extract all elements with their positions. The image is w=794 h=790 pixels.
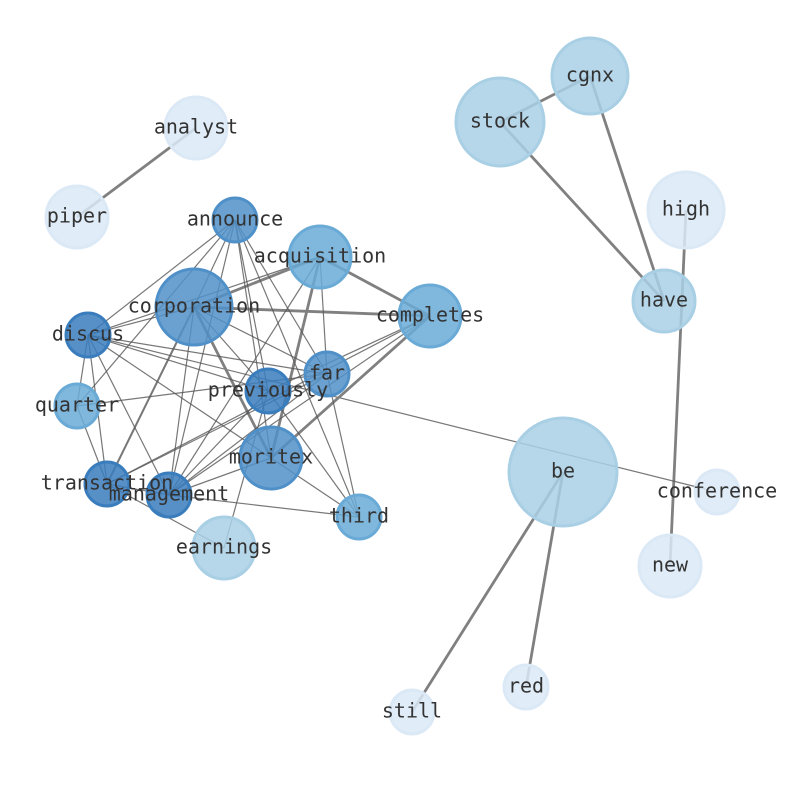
node-moritex[interactable] xyxy=(238,425,304,491)
node-label-analyst: analyst xyxy=(154,115,238,139)
edge-completes-moritex xyxy=(270,314,431,460)
node-label-cgnx: cgnx xyxy=(566,63,614,87)
node-high[interactable] xyxy=(646,170,726,250)
node-label-still: still xyxy=(382,699,442,723)
node-transaction[interactable] xyxy=(83,460,131,508)
node-label-management: management xyxy=(109,482,229,506)
node-label-quarter: quarter xyxy=(35,393,119,417)
node-label-corporation: corporation xyxy=(128,294,260,318)
node-earnings[interactable] xyxy=(191,515,257,581)
node-label-high: high xyxy=(662,197,710,221)
node-third[interactable] xyxy=(335,493,383,541)
edge-acquisition-management xyxy=(168,256,321,496)
node-far[interactable] xyxy=(303,350,351,398)
node-label-far: far xyxy=(309,361,345,385)
node-label-acquisition: acquisition xyxy=(254,244,386,268)
node-corporation[interactable] xyxy=(154,267,234,347)
node-cgnx[interactable] xyxy=(550,36,630,116)
node-previously[interactable] xyxy=(244,367,292,415)
node-label-transaction: transaction xyxy=(41,471,173,495)
edge-announce-previously xyxy=(234,219,269,392)
edge-discus-far xyxy=(87,334,328,375)
node-acquisition[interactable] xyxy=(287,224,353,290)
node-have[interactable] xyxy=(631,268,697,334)
edge-announce-far xyxy=(234,219,328,375)
node-label-be: be xyxy=(551,459,575,483)
node-conference[interactable] xyxy=(693,468,741,516)
edge-announce-management xyxy=(168,219,236,496)
node-piper[interactable] xyxy=(44,184,110,250)
node-label-discus: discus xyxy=(52,322,124,346)
edge-discus-management xyxy=(87,334,170,496)
node-announce[interactable] xyxy=(211,196,259,244)
node-label-new: new xyxy=(652,553,689,577)
edge-far-third xyxy=(326,373,360,518)
node-label-stock: stock xyxy=(470,109,530,133)
edge-announce-moritex xyxy=(234,219,272,459)
node-label-announce: announce xyxy=(187,207,283,231)
node-analyst[interactable] xyxy=(163,95,229,161)
node-label-completes: completes xyxy=(376,303,484,327)
node-label-third: third xyxy=(329,504,389,528)
node-still[interactable] xyxy=(388,688,436,736)
edge-discus-moritex xyxy=(87,334,272,459)
node-new[interactable] xyxy=(637,533,703,599)
edge-management-far xyxy=(168,373,328,496)
node-completes[interactable] xyxy=(397,283,463,349)
node-management[interactable] xyxy=(145,471,193,519)
node-label-conference: conference xyxy=(657,479,777,503)
edge-announce-discus xyxy=(87,219,236,336)
edge-discus-previously xyxy=(87,334,269,392)
edge-discus-conference xyxy=(87,334,718,493)
node-label-earnings: earnings xyxy=(176,535,272,559)
node-label-piper: piper xyxy=(47,204,107,228)
edges xyxy=(76,74,718,713)
node-label-moritex: moritex xyxy=(229,445,313,469)
edge-management-completes xyxy=(168,315,431,496)
node-red[interactable] xyxy=(502,663,550,711)
edge-high-new xyxy=(668,209,688,567)
edge-management-third xyxy=(168,494,360,518)
edge-announce-third xyxy=(234,219,360,518)
node-discus[interactable] xyxy=(64,311,112,359)
node-be[interactable] xyxy=(507,416,619,528)
node-label-previously: previously xyxy=(208,378,328,402)
edge-previously-third xyxy=(267,390,360,518)
labels: analyst piper announce acquisition corporati… xyxy=(35,63,777,723)
node-label-have: have xyxy=(640,288,688,312)
edge-management-previously xyxy=(168,390,269,496)
node-label-red: red xyxy=(508,674,544,698)
node-quarter[interactable] xyxy=(53,382,101,430)
node-stock[interactable] xyxy=(454,76,546,168)
nodes xyxy=(44,36,741,736)
